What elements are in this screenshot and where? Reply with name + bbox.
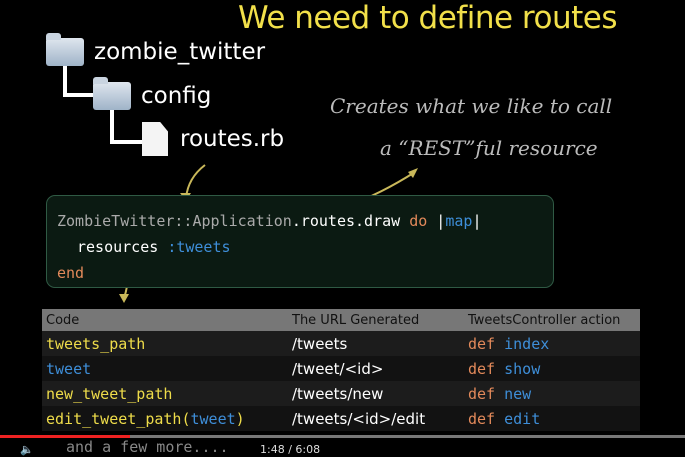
code-block: ZombieTwitter::Application.routes.draw d… [46, 195, 554, 288]
header-action: TweetsController action [464, 309, 640, 331]
tree-folder-config: config [93, 77, 212, 110]
table-row: tweet/tweet/<id>def show [42, 356, 640, 381]
volume-icon[interactable]: 🔈 [20, 443, 34, 456]
annotation-line2: a “REST”ful resource [380, 136, 598, 160]
time-display: 1:48 / 6:08 [260, 443, 321, 456]
more-text: and a few more.... [66, 438, 229, 456]
folder-icon [46, 33, 84, 66]
tree-connector [110, 140, 142, 144]
folder-icon [93, 77, 131, 110]
tree-connector [63, 93, 93, 97]
tree-file-routes: routes.rb [142, 122, 284, 156]
slide-title: We need to define routes [238, 0, 617, 36]
annotation-line1: Creates what we like to call [330, 94, 613, 118]
tree-label: zombie_twitter [94, 39, 266, 65]
tree-label: routes.rb [180, 126, 285, 152]
video-progress-bar[interactable] [0, 435, 685, 438]
tree-folder-root: zombie_twitter [46, 33, 266, 66]
tree-label: config [141, 83, 212, 109]
file-icon [142, 122, 168, 156]
progress-fill [0, 435, 131, 438]
tree-connector [110, 110, 114, 144]
header-code: Code [42, 309, 288, 331]
tree-connector [63, 66, 67, 97]
header-url: The URL Generated [288, 309, 464, 331]
